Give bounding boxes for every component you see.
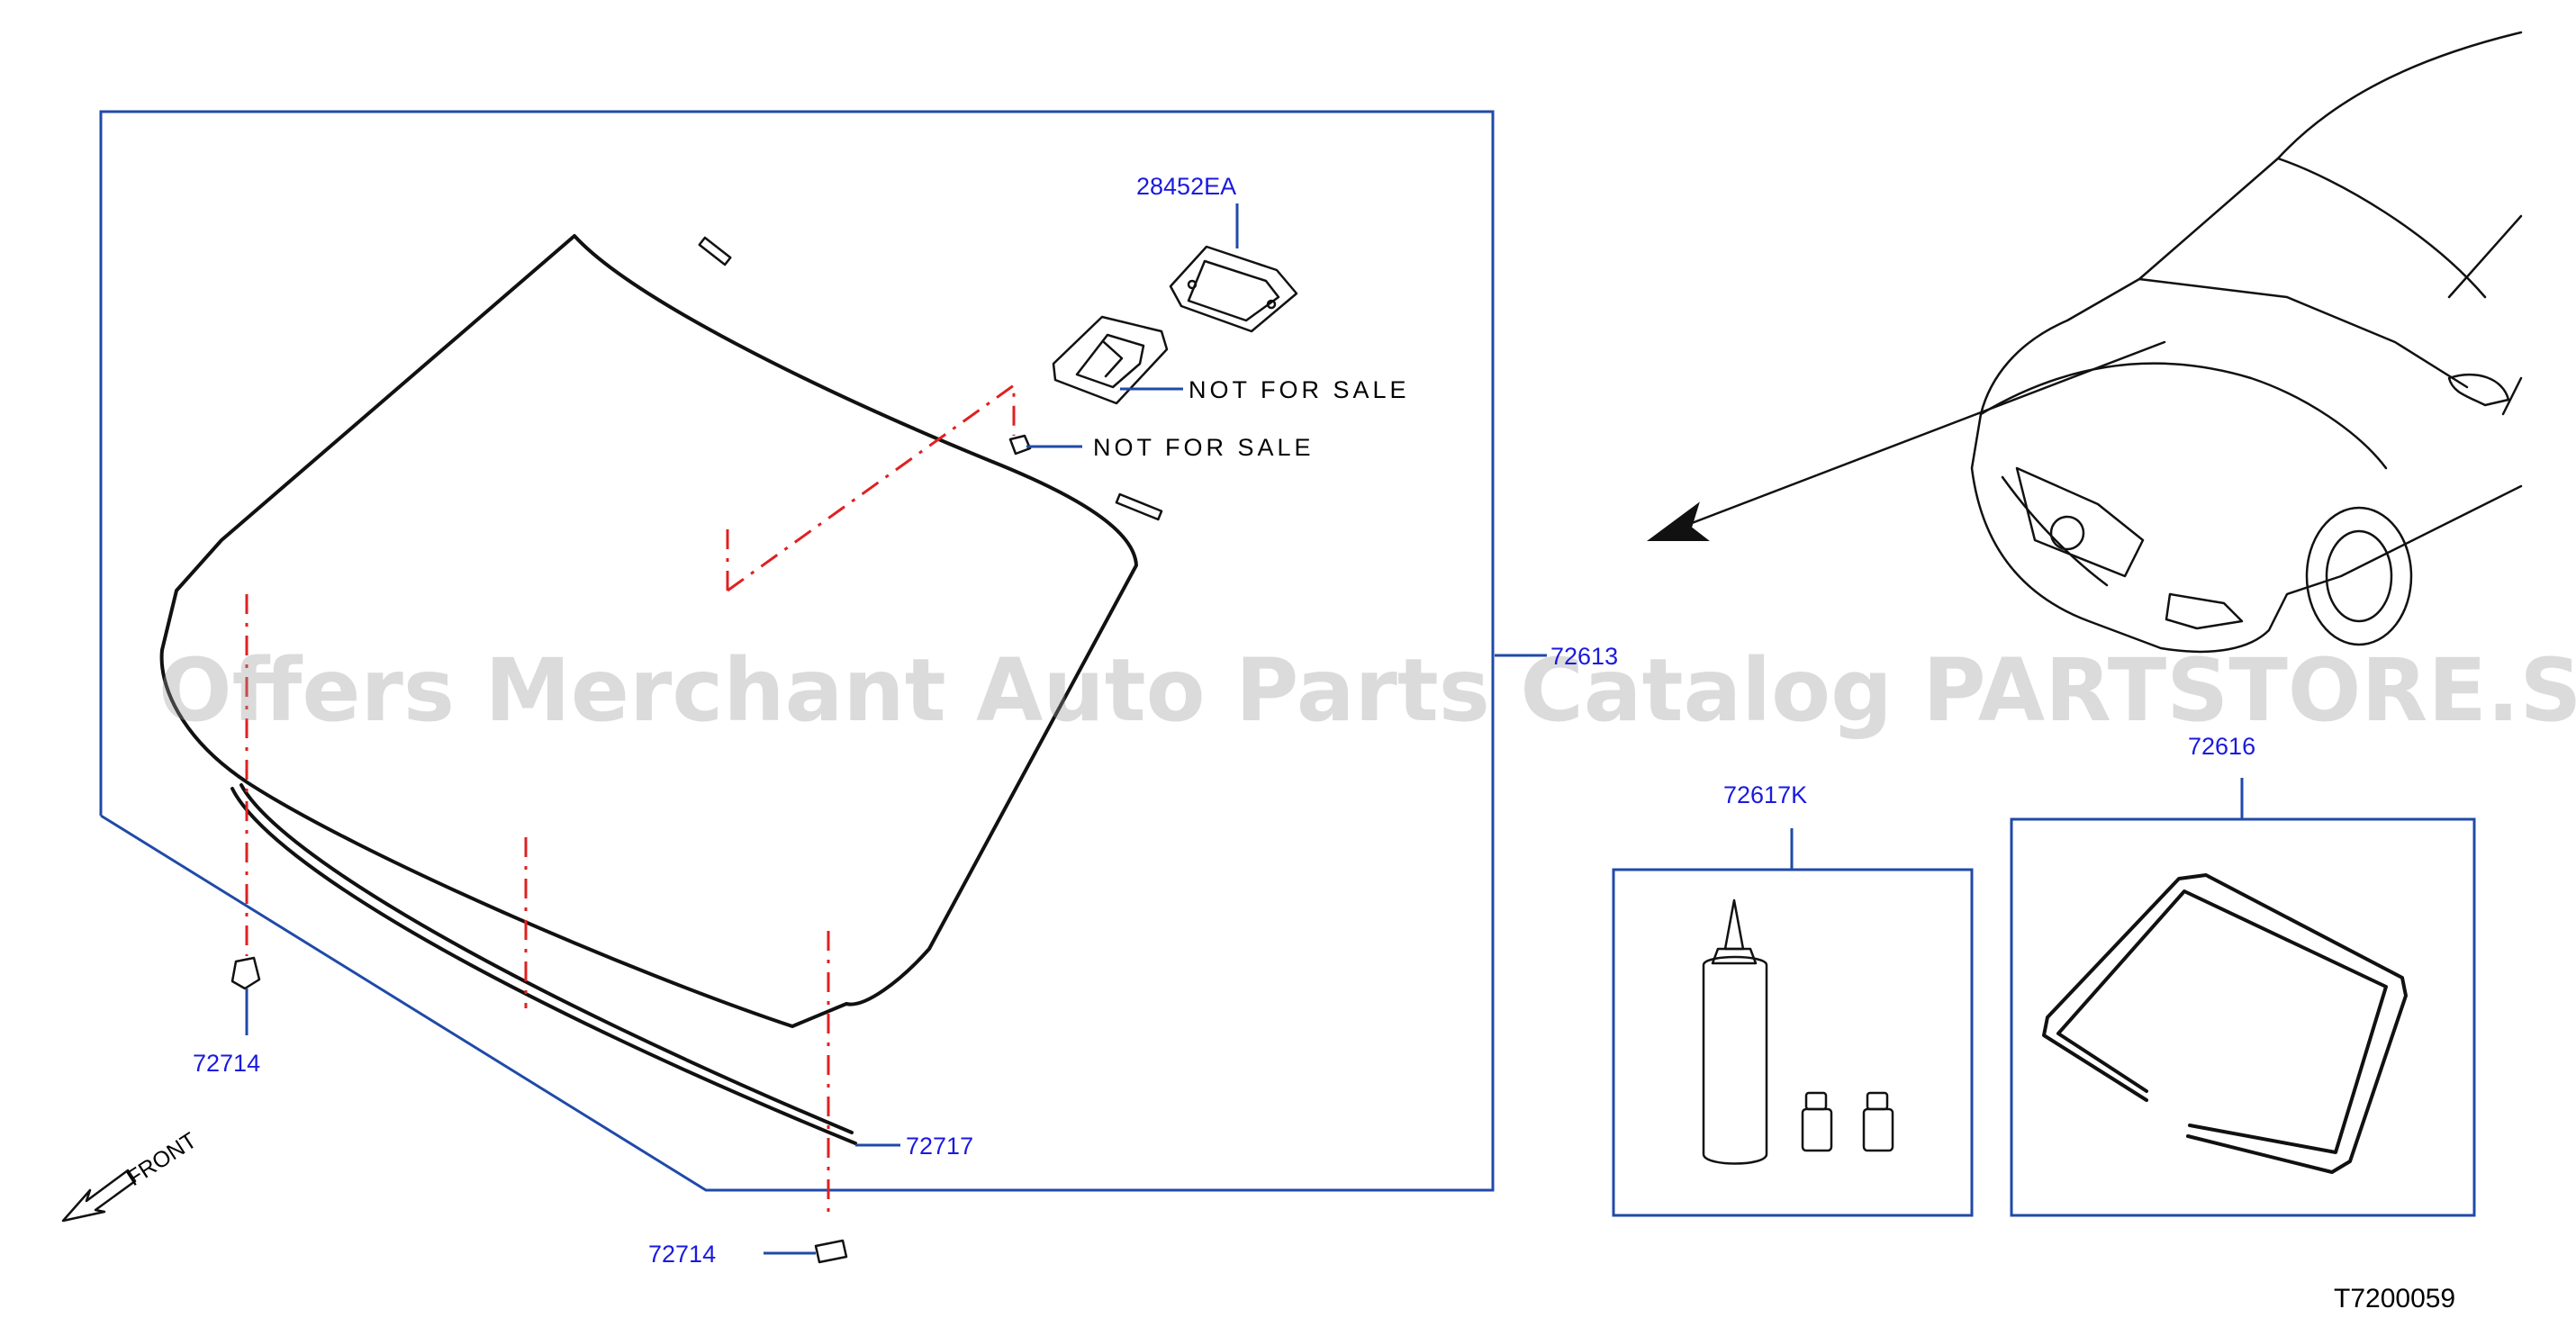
label-72714-lower[interactable]: 72714 — [648, 1241, 716, 1268]
label-72714-upper[interactable]: 72714 — [193, 1050, 260, 1077]
diagram-code: T7200059 — [2334, 1284, 2455, 1313]
label-72717[interactable]: 72717 — [906, 1133, 973, 1160]
location-arrow-icon — [1646, 340, 2166, 541]
primer-bottle-1-icon[interactable] — [1801, 1091, 1833, 1152]
retainer-72714-lower[interactable] — [814, 1239, 848, 1264]
watermark: Offers Merchant Auto Parts Catalog PARTS… — [158, 640, 2576, 741]
note-not-for-sale-bracket: NOT FOR SALE — [1189, 376, 1410, 403]
adhesive-kit-box — [1612, 828, 1974, 1217]
vehicle-locator-icon — [1970, 31, 2523, 654]
centerlines — [245, 383, 1016, 1217]
note-not-for-sale-cap: NOT FOR SALE — [1093, 434, 1315, 461]
molding-strip-72717[interactable] — [230, 783, 857, 1145]
label-72617k[interactable]: 72617K — [1723, 781, 1807, 808]
dam-rubber-icon[interactable] — [2042, 873, 2408, 1174]
clip-upper-left[interactable] — [698, 236, 732, 266]
primer-bottle-2-icon[interactable] — [1862, 1091, 1894, 1152]
cap-not-for-sale[interactable] — [1008, 434, 1032, 456]
label-28452ea[interactable]: 28452EA — [1136, 173, 1236, 200]
dam-rubber-box — [2010, 778, 2476, 1217]
clip-right[interactable] — [1115, 492, 1163, 521]
sensor-bracket-28452ea[interactable] — [1169, 245, 1298, 333]
adhesive-tube-icon[interactable] — [1702, 898, 1768, 1165]
label-72616[interactable]: 72616 — [2188, 733, 2255, 760]
mounting-bracket-not-for-sale[interactable] — [1052, 315, 1169, 405]
retainer-72714-upper[interactable] — [230, 956, 261, 990]
windshield-glass[interactable] — [159, 234, 1138, 1028]
windshield-group-frame — [99, 110, 1495, 1192]
label-72613[interactable]: 72613 — [1550, 643, 1618, 670]
front-label: FRONT — [122, 1128, 201, 1191]
front-arrow-icon — [61, 1169, 137, 1223]
